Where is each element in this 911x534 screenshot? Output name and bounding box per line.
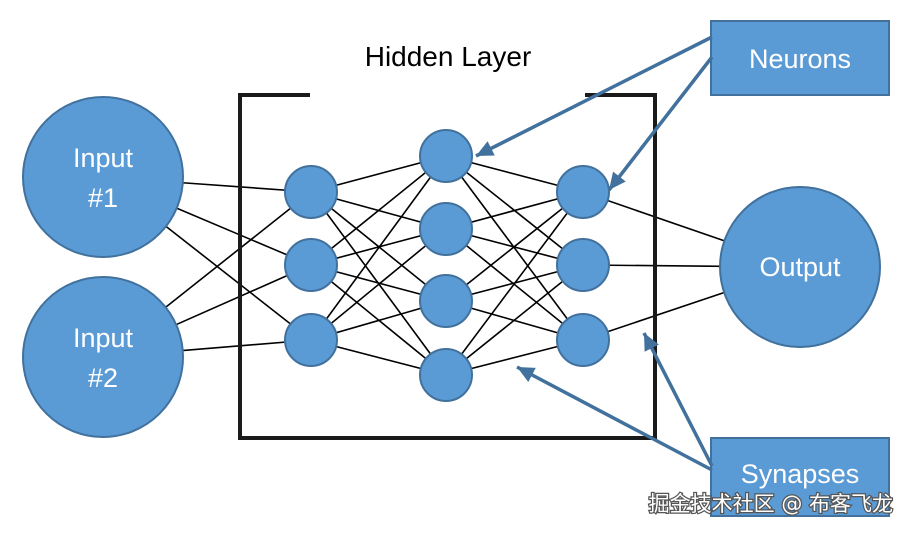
synapse-input1-h1n3	[163, 224, 312, 341]
synapses-arrow-to-middle-synapse-line	[516, 365, 713, 472]
hidden-layer-frame	[238, 93, 657, 440]
neurons-arrow-to-top-neuron-head	[476, 141, 495, 156]
hidden-neuron-l3-n2	[556, 238, 610, 292]
watermark: 掘金技术社区 @ 布客飞龙	[649, 492, 893, 516]
hidden-neuron-l3-n3	[556, 313, 610, 367]
synapses-callout-label: Synapses	[741, 459, 860, 489]
synapses-arrow-to-output-synapse-head	[644, 333, 659, 352]
synapse-h2n3-h3n1	[445, 191, 584, 302]
output-node: Output	[719, 186, 881, 348]
synapses-arrow-to-middle-synapse-head	[517, 367, 536, 383]
neurons-arrow-to-right-neuron-line	[607, 55, 714, 192]
neurons-arrow-to-top-neuron-line	[475, 35, 713, 158]
synapse-h1n2-h2n1	[310, 155, 447, 266]
synapse-h2n1-h3n3	[445, 155, 584, 341]
input-node-1-label-line2: #1	[88, 183, 118, 213]
hidden-neurons-group	[284, 129, 610, 402]
neurons-callout: Neurons	[710, 20, 890, 96]
synapse-h2n4-h3n2	[445, 264, 584, 376]
hidden-neuron-l1-n2	[284, 238, 338, 292]
output-node-label: Output	[759, 252, 841, 282]
hidden-neuron-l1-n1	[284, 165, 338, 219]
input-node-2-circle	[22, 276, 184, 438]
hidden-neuron-l2-n3	[419, 274, 473, 328]
synapse-h1n3-h2n1	[310, 155, 447, 341]
input-node-2: Input #2	[22, 276, 184, 438]
synapse-h2n4-h3n1	[445, 191, 584, 376]
input-node-1: Input #1	[22, 96, 184, 258]
hidden-neuron-l3-n1	[556, 165, 610, 219]
synapses-arrow-to-output-synapse-line	[642, 332, 714, 467]
hidden-neuron-l2-n1	[419, 129, 473, 183]
input-node-2-label-line2: #2	[88, 363, 118, 393]
callout-arrows	[475, 35, 714, 472]
hidden-layer-title: Hidden Layer	[365, 41, 532, 72]
hidden-neuron-l2-n2	[419, 202, 473, 256]
neurons-callout-label: Neurons	[749, 44, 851, 74]
neurons-arrow-to-right-neuron-head	[609, 171, 626, 190]
output-node-circle	[719, 186, 881, 348]
hidden-neuron-l2-n4	[419, 348, 473, 402]
hidden-neuron-l1-n3	[284, 313, 338, 367]
input-node-2-label-line1: Input	[73, 323, 134, 353]
synapses-callout: Synapses	[710, 437, 890, 517]
synapses-group	[163, 155, 727, 376]
synapse-h1n3-h2n2	[310, 228, 447, 341]
synapses-callout-box	[710, 437, 890, 517]
synapse-input2-h1n1	[163, 191, 312, 310]
neurons-callout-box	[710, 20, 890, 96]
input-node-1-circle	[22, 96, 184, 258]
input-node-1-label-line1: Input	[73, 143, 134, 173]
